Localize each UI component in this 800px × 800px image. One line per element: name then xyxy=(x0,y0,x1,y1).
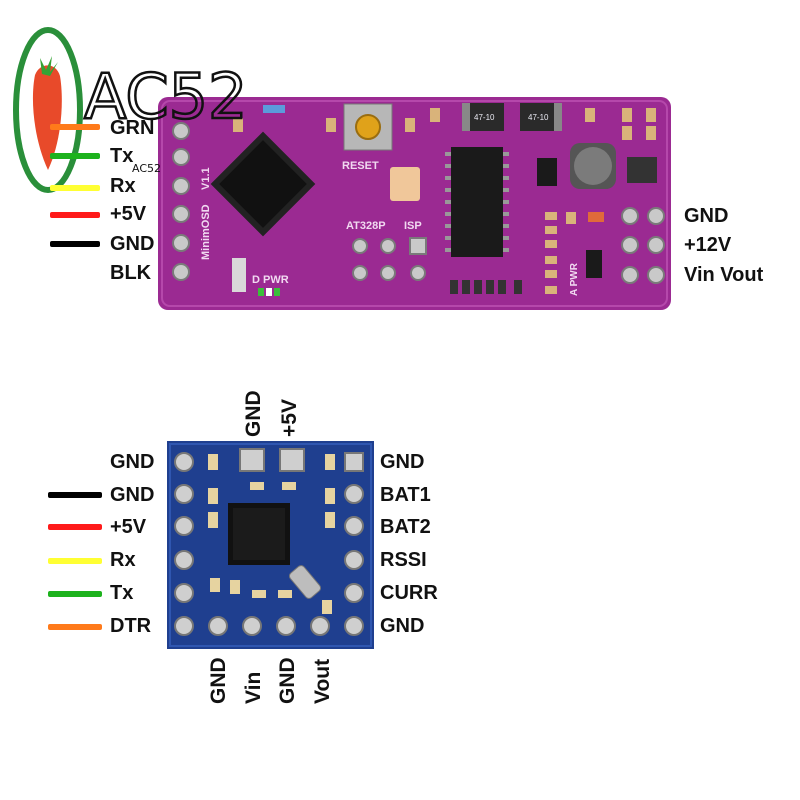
bottom-right-label-6: GND xyxy=(380,615,425,637)
top-pin-label-5: GND xyxy=(110,233,155,255)
name-silk: MinimOSD xyxy=(200,204,212,260)
wire-orange-bottom xyxy=(48,624,102,630)
top-pin-label-6: BLK xyxy=(110,262,152,284)
inductor xyxy=(570,143,616,189)
bottom-row-pins xyxy=(208,616,330,636)
svg-text:47-10: 47-10 xyxy=(528,113,549,122)
bottom-top-label-1: GND xyxy=(242,390,265,437)
bottom-bottom-label-4: Vout xyxy=(311,658,334,704)
wire-black-bottom xyxy=(48,492,102,498)
top-right-label-2: +12V xyxy=(684,234,732,256)
bottom-left-label-1: GND xyxy=(110,451,155,473)
crystal xyxy=(288,565,322,599)
video-chip xyxy=(445,147,509,257)
isp-pins xyxy=(352,237,427,281)
bottom-right-label-4: RSSI xyxy=(380,549,427,571)
top-pin-label-1: GRN xyxy=(110,117,155,139)
left-pin-header xyxy=(172,122,190,281)
isp-silk: ISP xyxy=(404,220,422,232)
bottom-bottom-label-2: Vin xyxy=(242,671,265,704)
bottom-right-label-3: BAT2 xyxy=(380,516,431,538)
wire-green-bottom xyxy=(48,591,102,597)
top-pin-label-4: +5V xyxy=(110,203,147,225)
top-pin-label-2: Tx xyxy=(110,145,134,167)
svg-text:47-10: 47-10 xyxy=(474,113,495,122)
top-right-label-3: Vin Vout xyxy=(684,264,764,286)
wire-orange-top xyxy=(50,124,100,130)
top-right-label-1: GND xyxy=(684,205,729,227)
top-pin-label-3: Rx xyxy=(110,175,136,197)
d-pwr-silk: D PWR xyxy=(252,274,289,286)
bottom-right-label-5: CURR xyxy=(380,582,438,604)
logo-small-text: AC52 xyxy=(132,162,161,175)
version-silk: V1.1 xyxy=(200,167,212,190)
wire-black-top xyxy=(50,241,100,247)
main-chip xyxy=(210,131,316,237)
bottom-right-pins xyxy=(344,452,364,636)
bottom-left-label-3: +5V xyxy=(110,516,147,538)
bottom-chip xyxy=(228,503,290,565)
reset-button-part xyxy=(343,103,393,151)
capacitors: 47-10 47-10 xyxy=(462,103,562,131)
wire-red-top xyxy=(50,212,100,218)
logo xyxy=(13,27,83,193)
bottom-left-pins xyxy=(174,452,194,636)
bottom-left-label-6: DTR xyxy=(110,615,152,637)
wire-red-bottom xyxy=(48,524,102,530)
right-pin-header xyxy=(621,207,665,284)
bottom-right-label-2: BAT1 xyxy=(380,484,431,506)
chip-silk: AT328P xyxy=(346,220,386,232)
bottom-top-label-2: +5V xyxy=(278,399,301,437)
bottom-left-label-5: Tx xyxy=(110,582,134,604)
wire-yellow-bottom xyxy=(48,558,102,564)
wire-green-top xyxy=(50,153,100,159)
bottom-left-label-4: Rx xyxy=(110,549,136,571)
wire-yellow-top xyxy=(50,185,100,191)
a-pwr-silk: A PWR xyxy=(569,262,580,296)
reset-silk: RESET xyxy=(342,160,379,172)
minimosd-board: V1.1 MinimOSD RESET xyxy=(158,97,671,310)
micro-minimosd-board xyxy=(167,441,374,649)
logo-text: AC52 xyxy=(84,60,248,133)
bottom-bottom-label-1: GND xyxy=(207,657,230,704)
bottom-left-label-2: GND xyxy=(110,484,155,506)
pad xyxy=(390,167,420,201)
bottom-right-label-1: GND xyxy=(380,451,425,473)
bottom-bottom-label-3: GND xyxy=(276,657,299,704)
